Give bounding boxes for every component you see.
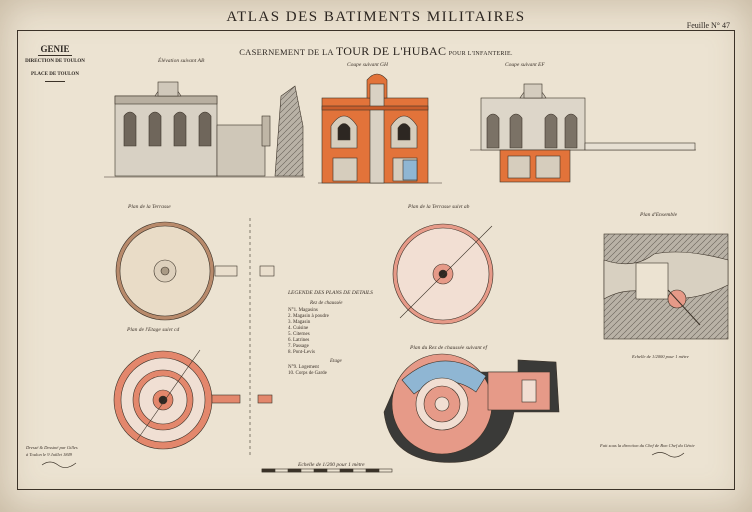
plan-terrasse-ab-drawing [392, 223, 494, 325]
caption-coupe-gh: Coupe suivant GH [347, 62, 388, 68]
caption-plan-terrasse-ab: Plan de la Terrasse suivt ab [408, 204, 470, 210]
title-suffix: POUR L'INFANTERIE. [448, 51, 513, 57]
legend-title: LEGENDE DES PLANS DE DETAILS [288, 290, 373, 296]
coupe-gh-drawing [318, 73, 442, 184]
legend-item: 10. Corps de Garde [288, 371, 327, 376]
plan-etage-drawing [113, 349, 273, 450]
signature-left-line2: à Toulon le 9 Juillet 1849 [26, 452, 72, 457]
scale-bar [261, 468, 393, 473]
caption-plan-rez: Plan du Rez de chaussée suivant ef [410, 345, 487, 351]
legend-item: 8. Pont-Levis [288, 350, 315, 355]
caption-plan-terrasse: Plan de la Terrasse [128, 204, 171, 210]
legend-item: 2. Magasin à poudre [288, 314, 329, 319]
signature-right: Fait sous la direction du Chef de Bon Ch… [600, 443, 695, 448]
legend-item: 7. Passage [288, 344, 309, 349]
drawing-title: CASERNEMENT DE LA TOUR DE L'HUBAC POUR L… [0, 44, 752, 59]
legend-item: N°1. Magasins [288, 308, 318, 313]
coupe-ef-drawing [470, 83, 696, 183]
legend-item: 3. Magasin [288, 320, 311, 325]
caption-elevation: Élévation suivant AB [158, 58, 205, 64]
signature-flourish-right [651, 452, 685, 458]
legend-item: 4. Cuisine [288, 326, 309, 331]
cartouche-rule-2 [45, 81, 65, 82]
title-name: TOUR DE L'HUBAC [335, 44, 447, 58]
scale-label: Echelle de 1/200 pour 1 mètre [298, 462, 365, 468]
signature-flourish-left [41, 461, 77, 468]
legend-item: N°9. Logement [288, 365, 319, 370]
plan-rez-drawing [383, 353, 560, 463]
legend-block: LEGENDE DES PLANS DE DETAILS Rez de chau… [288, 290, 373, 377]
signature-left-line1: Dressé & Dessiné par Gilles [26, 445, 78, 450]
title-prefix: CASERNEMENT DE LA [239, 47, 334, 57]
cartouche-corps: GENIE [40, 44, 70, 54]
legend-item: 5. Citernes [288, 332, 310, 337]
legend-item: 6. Latrines [288, 338, 310, 343]
plan-terrasse-drawing [115, 218, 275, 455]
legend-section-rdc: Rez de chaussée [310, 301, 343, 306]
scale-ensemble-label: Echelle de 1/2000 pour 1 mètre [632, 354, 689, 359]
sheet-border [17, 30, 735, 490]
cartouche-place: PLACE DE TOULON [31, 72, 79, 77]
cartouche-rule [38, 55, 72, 56]
caption-coupe-ef: Coupe suivant EF [505, 62, 545, 68]
atlas-title: ATLAS DES BATIMENTS MILITAIRES [226, 9, 526, 25]
cartouche-direction: DIRECTION DE TOULON [25, 59, 85, 64]
caption-plan-etage: Plan de l'Etage suivt cd [127, 327, 180, 333]
elevation-ab-drawing [104, 81, 305, 178]
plan-ensemble-drawing [603, 233, 729, 340]
caption-plan-ensemble: Plan d'Ensemble [640, 212, 678, 218]
sheet-number: Feuille N° 47 [686, 21, 730, 30]
legend-section-etage: Etage [330, 359, 342, 364]
